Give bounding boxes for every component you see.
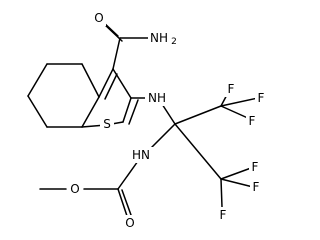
carbamate-ester-oxygen-label: O xyxy=(70,182,79,196)
fluorine-5-label: F xyxy=(253,180,260,194)
amine-nh-label: NH xyxy=(148,91,166,105)
carbamate-nh-label: HN xyxy=(132,148,150,162)
fluorine-2-label: F xyxy=(258,91,265,105)
thiophene-ring xyxy=(81,68,139,128)
atom-labels: O NH 2 S NH F F F F F F HN O xyxy=(68,10,267,231)
amide-nh2-subscript: 2 xyxy=(171,37,177,47)
trifluoromethyl-groups xyxy=(174,88,259,208)
cyclohexane-ring xyxy=(27,63,100,128)
fluorine-1-label: F xyxy=(228,82,235,96)
amide-nh2-label: NH xyxy=(150,31,168,45)
carbamate-group xyxy=(39,123,176,217)
carboxamide-oxygen-label: O xyxy=(94,11,103,25)
carboxamide-group xyxy=(100,19,149,70)
fluorine-4-label: F xyxy=(252,160,259,174)
molecule-structure: O NH 2 S NH F F F F F F HN O xyxy=(27,10,267,231)
structure-canvas: O NH 2 S NH F F F F F F HN O xyxy=(27,10,267,231)
fluorine-6-label: F xyxy=(220,208,227,222)
fluorine-3-label: F xyxy=(249,114,256,128)
carbamate-carbonyl-oxygen-label: O xyxy=(125,216,134,230)
thiophene-sulfur-label: S xyxy=(103,117,111,131)
